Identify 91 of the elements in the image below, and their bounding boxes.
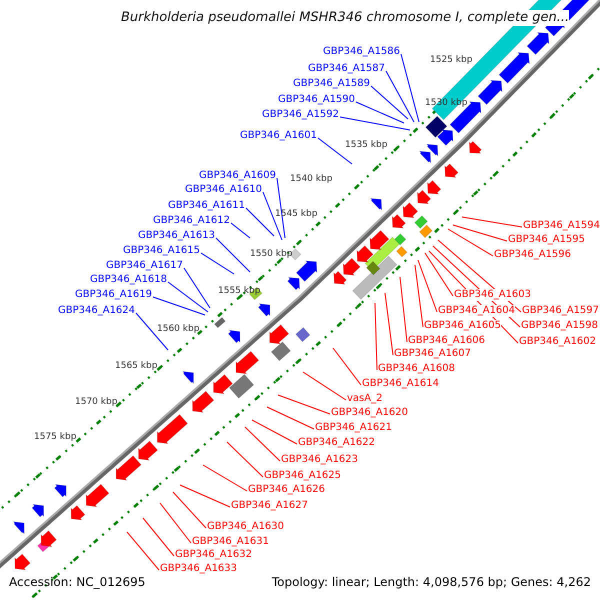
- gene-label: GBP346_A1607: [394, 348, 472, 360]
- gene-label: GBP346_A1620: [331, 407, 408, 419]
- accession-text: Accession: NC_012695: [9, 575, 146, 589]
- gene-label: GBP346_A1598: [521, 320, 598, 332]
- gene-label: GBP346_A1619: [75, 289, 152, 301]
- leader-line: [318, 138, 352, 164]
- gene-label: GBP346_A1606: [408, 335, 486, 347]
- leader-line: [424, 252, 454, 296]
- leader-line: [462, 216, 522, 228]
- leader-line: [262, 192, 282, 240]
- gene-label: GBP346_A1604: [438, 305, 516, 317]
- gene-label: GBP346_A1587: [308, 63, 386, 75]
- leader-line: [202, 464, 248, 492]
- gene-label: GBP346_A1612: [153, 215, 230, 227]
- scale-label: 1555 kbp: [218, 286, 260, 297]
- gene-label: GBP346_A1617: [106, 260, 184, 272]
- leader-line: [332, 348, 362, 386]
- leader-line: [168, 282, 208, 312]
- leader-line: [356, 102, 404, 124]
- gene-label: GBP346_A1630: [207, 521, 284, 533]
- leader-line: [452, 224, 508, 242]
- gene-label: GBP346_A1623: [281, 454, 358, 466]
- gene-label: GBP346_A1608: [378, 363, 456, 375]
- gene-label: vasA_2: [347, 393, 382, 405]
- gene-label: GBP346_A1624: [58, 305, 136, 317]
- gene-label: GBP346_A1601: [240, 130, 318, 142]
- leader-line: [184, 268, 210, 308]
- gene-label: GBP346_A1615: [123, 245, 200, 257]
- gene-label: GBP346_A1611: [168, 200, 246, 212]
- gene-label: GBP346_A1610: [185, 184, 262, 196]
- leader-line: [448, 228, 494, 256]
- gene-label: GBP346_A1602: [519, 336, 596, 348]
- scale-label: 1550 kbp: [250, 249, 292, 260]
- leader-line: [216, 238, 250, 272]
- scale-label: 1570 kbp: [75, 397, 118, 408]
- leader-line: [246, 208, 274, 236]
- scale-label: 1540 kbp: [290, 174, 332, 185]
- gene-label: GBP346_A1632: [175, 549, 252, 561]
- gene-label: GBP346_A1633: [160, 563, 238, 575]
- gene-label: GBP346_A1594: [523, 220, 600, 232]
- map-title: Burkholderia pseudomallei MSHR346 chromosome I, complete gen...: [121, 10, 570, 26]
- scale-label: 1575 kbp: [34, 432, 76, 443]
- leader-line: [200, 252, 234, 274]
- leader-line: [230, 222, 250, 238]
- leader-line: [384, 292, 394, 356]
- scale-label: 1525 kbp: [430, 55, 472, 66]
- scale-label: 1565 kbp: [115, 361, 158, 372]
- scale-label: 1560 kbp: [157, 324, 200, 335]
- gene-label: GBP346_A1622: [298, 437, 376, 449]
- leader-line: [180, 484, 230, 508]
- leader-line: [400, 276, 408, 342]
- leader-line: [340, 116, 410, 130]
- gene-label: GBP346_A1618: [90, 274, 168, 286]
- leader-line: [136, 312, 168, 350]
- leader-line: [152, 296, 206, 316]
- gene-label: GBP346_A1614: [362, 378, 440, 390]
- leader-line: [142, 518, 174, 556]
- leader-line: [374, 302, 378, 370]
- gene-label: GBP346_A1626: [248, 484, 326, 496]
- leader-line: [266, 406, 314, 430]
- leader-line: [276, 178, 286, 238]
- gene-label: GBP346_A1613: [138, 230, 216, 242]
- leader-line: [400, 54, 420, 122]
- gene-label: GBP346_A1609: [199, 170, 276, 182]
- gene-label: GBP346_A1625: [264, 470, 342, 482]
- gene-label: GBP346_A1621: [315, 422, 392, 434]
- leader-line: [244, 426, 280, 462]
- gene-label: GBP346_A1596: [494, 249, 572, 261]
- gene-label: GBP346_A1605: [424, 320, 502, 332]
- gene-label: GBP346_A1586: [323, 46, 400, 58]
- gene-label: GBP346_A1627: [231, 500, 308, 512]
- leader-line: [226, 442, 264, 478]
- gene-label: GBP346_A1603: [454, 289, 532, 301]
- leader-line: [278, 394, 330, 414]
- summary-text: Topology: linear; Length: 4,098,576 bp; Genes: 4,262: [272, 575, 591, 589]
- leader-line: [414, 264, 424, 328]
- leader-line: [252, 420, 298, 444]
- leader-line: [418, 260, 438, 312]
- leader-line: [126, 532, 160, 570]
- gene-label: GBP346_A1631: [192, 536, 270, 548]
- leader-line: [172, 492, 206, 528]
- gene-label: GBP346_A1590: [278, 94, 356, 106]
- leader-line: [302, 372, 346, 400]
- leader-line: [370, 86, 408, 120]
- gene-label: GBP346_A1592: [262, 109, 340, 121]
- leader-line: [386, 70, 414, 122]
- scale-label: 1535 kbp: [345, 140, 388, 151]
- gene-label: GBP346_A1589: [293, 78, 370, 90]
- gene-label: GBP346_A1597: [522, 305, 600, 317]
- gene-label: GBP346_A1595: [508, 234, 586, 246]
- leader-line: [160, 502, 192, 544]
